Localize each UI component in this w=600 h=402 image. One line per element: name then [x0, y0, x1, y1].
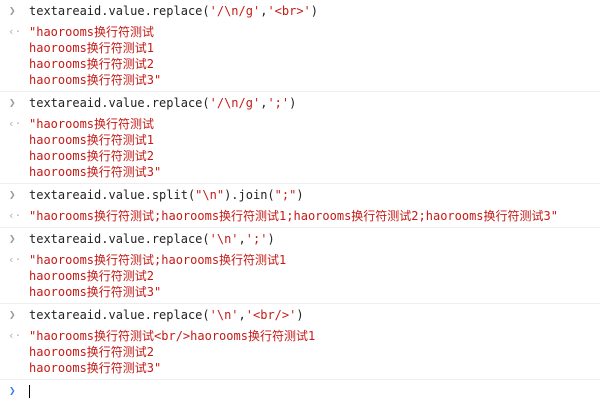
output-text: haorooms换行符测试3" [29, 73, 162, 87]
console-output-line: ‹· "haorooms换行符测试 [0, 116, 600, 132]
chevron-right-icon: ❯ [9, 96, 16, 109]
string-literal: '<br/>' [245, 308, 297, 322]
console-output-line: haorooms换行符测试2 [0, 268, 600, 284]
output-text: haorooms换行符测试1 [29, 133, 155, 147]
console-output-line: haorooms换行符测试3" [0, 72, 600, 88]
output-text: haorooms换行符测试2 [29, 149, 155, 163]
console-output-line: ‹· "haorooms换行符测试<br/>haorooms换行符测试1 [0, 328, 600, 344]
chevron-left-icon: ‹· [8, 25, 22, 38]
output-text: haorooms换行符测试3" [29, 361, 162, 375]
console-output-line: ‹· "haorooms换行符测试;haorooms换行符测试1;haorooms… [0, 208, 600, 224]
code-token: textareaid.value.replace( [29, 232, 210, 246]
output-text: haorooms换行符测试2 [29, 269, 155, 283]
code-token: , [238, 308, 246, 322]
string-literal: "\n" [195, 188, 225, 202]
console-output-line: ‹· "haorooms换行符测试;haorooms换行符测试1 [0, 252, 600, 268]
console-entry: ❯ textareaid.value.replace('/\n/g','<br>'… [0, 0, 600, 92]
output-text: haorooms换行符测试1 [29, 41, 155, 55]
console-entry: ❯ textareaid.value.replace('/\n/g',';') ‹·… [0, 92, 600, 184]
output-text: "haorooms换行符测试 [29, 25, 155, 39]
code-token: textareaid.value.replace( [29, 96, 210, 110]
console-output-line: ‹· "haorooms换行符测试 [0, 24, 600, 40]
console-entry: ❯ textareaid.value.replace('\n','<br/>') ‹… [0, 304, 600, 380]
chevron-left-icon: ‹· [8, 329, 22, 342]
chevron-left-icon: ‹· [8, 209, 22, 222]
code-token: , [260, 4, 268, 18]
code-token: ) [289, 96, 297, 110]
console-input-line[interactable]: ❯ textareaid.value.replace('\n','<br/>') [0, 305, 600, 325]
code-token: , [238, 232, 246, 246]
code-token: , [260, 96, 268, 110]
text-cursor [29, 385, 30, 398]
console-output-line: haorooms换行符测试1 [0, 40, 600, 56]
code-token: ) [267, 232, 275, 246]
chevron-left-icon: ‹· [8, 253, 22, 266]
output-text: "haorooms换行符测试;haorooms换行符测试1;haorooms换行… [29, 209, 558, 223]
output-text: haorooms换行符测试2 [29, 345, 155, 359]
string-literal: '/\n/g' [209, 4, 261, 18]
string-literal: '<br>' [267, 4, 311, 18]
chevron-right-icon: ❯ [9, 232, 16, 245]
code-token: textareaid.value.split( [29, 188, 196, 202]
code-token: ).join( [224, 188, 275, 202]
output-text: haorooms换行符测试2 [29, 57, 155, 71]
console-output-line: haorooms换行符测试3" [0, 284, 600, 300]
console-log: ❯textareaid.value.replace('/\n/g','<br>'… [0, 0, 600, 380]
string-literal: '\n' [209, 232, 239, 246]
console-entry: ❯ textareaid.value.split("\n").join(";") ‹… [0, 184, 600, 228]
output-text: "haorooms换行符测试<br/>haorooms换行符测试1 [29, 329, 316, 343]
code-token: ) [296, 188, 304, 202]
console-input-line[interactable]: ❯ textareaid.value.replace('/\n/g','<br>'… [0, 1, 600, 21]
console-output-line: haorooms换行符测试2 [0, 148, 600, 164]
string-literal: '\n' [209, 308, 239, 322]
console-output-line: haorooms换行符测试3" [0, 164, 600, 180]
console-input-line[interactable]: ❯ textareaid.value.replace('/\n/g',';') [0, 93, 600, 113]
code-token: ) [296, 308, 304, 322]
console-prompt-input[interactable]: ❯ [0, 380, 600, 402]
code-token: textareaid.value.replace( [29, 4, 210, 18]
console-entry: ❯ textareaid.value.replace('\n',';') ‹· "ha… [0, 228, 600, 304]
chevron-right-icon: ❯ [9, 308, 16, 321]
console-input-line[interactable]: ❯ textareaid.value.split("\n").join(";") [0, 185, 600, 205]
output-text: "haorooms换行符测试 [29, 117, 155, 131]
chevron-left-icon: ‹· [8, 117, 22, 130]
code-token: ) [310, 4, 319, 18]
string-literal: ';' [267, 96, 290, 110]
output-text: "haorooms换行符测试;haorooms换行符测试1 [29, 253, 287, 267]
console-input-line[interactable]: ❯ textareaid.value.replace('\n',';') [0, 229, 600, 249]
code-token: textareaid.value.replace( [29, 308, 210, 322]
console-output-line: haorooms换行符测试2 [0, 56, 600, 72]
string-literal: ";" [274, 188, 297, 202]
string-literal: '/\n/g' [209, 96, 261, 110]
output-text: haorooms换行符测试3" [29, 285, 162, 299]
console-output-line: haorooms换行符测试3" [0, 360, 600, 376]
chevron-right-icon: ❯ [9, 188, 16, 201]
string-literal: ';' [245, 232, 268, 246]
output-text: haorooms换行符测试3" [29, 165, 162, 179]
console-output-line: haorooms换行符测试2 [0, 344, 600, 360]
chevron-right-icon: ❯ [9, 4, 16, 17]
chevron-right-icon: ❯ [9, 384, 16, 397]
console-output-line: haorooms换行符测试1 [0, 132, 600, 148]
